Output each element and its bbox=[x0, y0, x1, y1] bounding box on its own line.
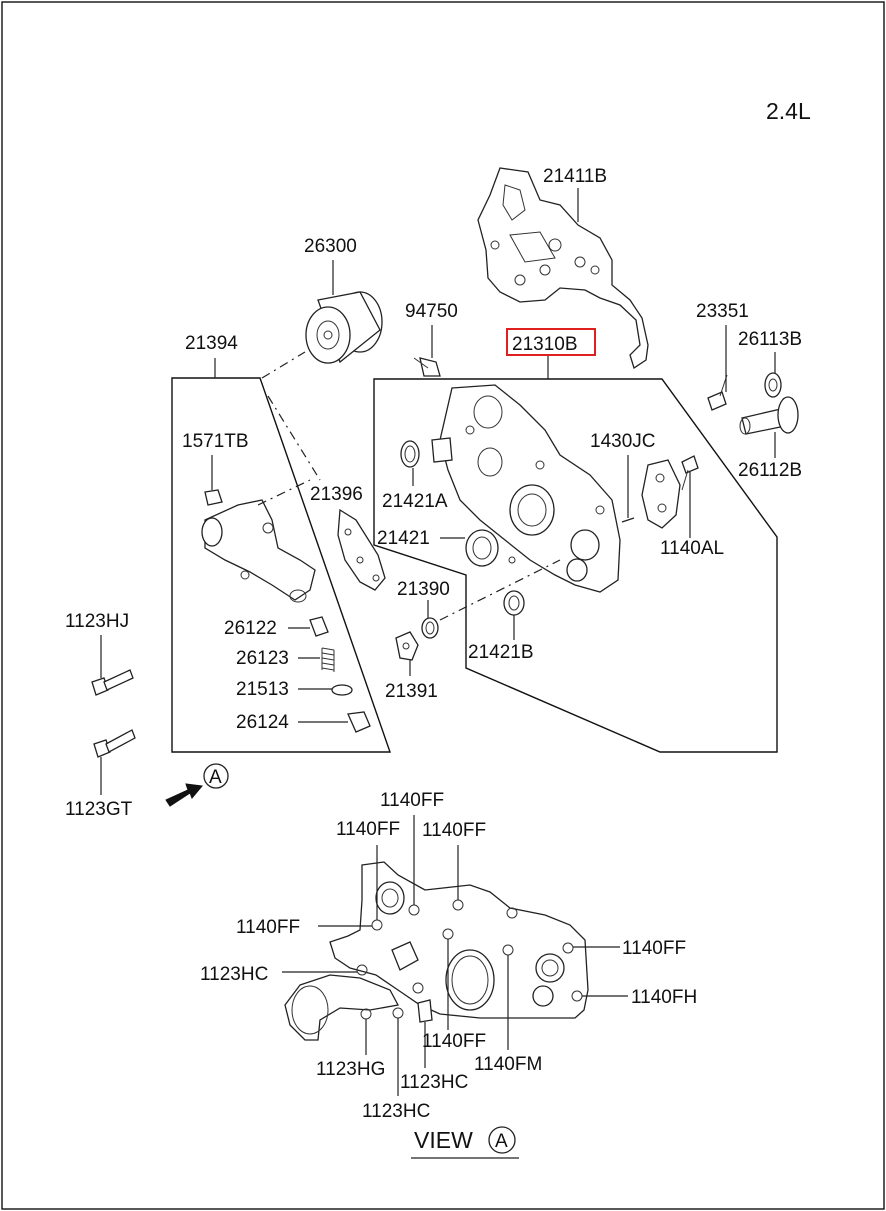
bolt-23351 bbox=[707, 374, 728, 411]
washer-21513 bbox=[331, 684, 353, 696]
cap-26124 bbox=[347, 711, 371, 733]
frame-21310B bbox=[373, 378, 778, 753]
sensor-94750 bbox=[413, 357, 441, 377]
seal-21421 bbox=[465, 529, 499, 567]
view-a-label-hg: 1123HG bbox=[316, 1059, 385, 1080]
spring-26123 bbox=[321, 647, 335, 672]
oil-filter-26300 bbox=[305, 291, 383, 364]
pump-cover bbox=[641, 459, 681, 529]
label-21391: 21391 bbox=[385, 681, 438, 702]
frame-21394 bbox=[171, 377, 391, 753]
pin-1430JC bbox=[621, 517, 635, 523]
gasket-21411B bbox=[477, 167, 649, 370]
gear-26113B bbox=[764, 372, 782, 398]
view-a-label-ff-top: 1140FF bbox=[380, 790, 444, 811]
gasket-21396 bbox=[337, 508, 386, 591]
oil-filter-housing bbox=[201, 499, 316, 603]
view-a-label-hc-left: 1123HC bbox=[200, 964, 268, 985]
seal-21421A bbox=[400, 440, 420, 468]
view-a-arrow: A bbox=[165, 763, 229, 807]
view-a-label-hc-mid: 1123HC bbox=[400, 1072, 468, 1093]
label-1123GT: 1123GT bbox=[65, 799, 133, 820]
view-a-label-ff-right: 1140FF bbox=[622, 938, 686, 959]
label-21310B: 21310B bbox=[512, 334, 578, 355]
label-26124: 26124 bbox=[236, 712, 289, 733]
label-1123HJ: 1123HJ bbox=[65, 611, 129, 632]
engine-label: 2.4L bbox=[766, 98, 811, 124]
view-a-label-ff-right-top: 1140FF bbox=[422, 820, 486, 841]
label-26300: 26300 bbox=[304, 236, 357, 257]
view-caption-text: VIEW bbox=[414, 1127, 473, 1153]
view-a-label-hc-bottom: 1123HC bbox=[362, 1101, 430, 1122]
plug-1571TB bbox=[204, 489, 223, 506]
label-21421A: 21421A bbox=[382, 491, 448, 512]
label-94750: 94750 bbox=[405, 301, 458, 322]
bolt-1123HJ bbox=[91, 669, 134, 696]
seal-21421B bbox=[503, 590, 525, 616]
label-21411B: 21411B bbox=[543, 166, 607, 187]
bolt-1140AL bbox=[681, 455, 699, 491]
label-26122: 26122 bbox=[224, 618, 277, 639]
front-cover-21310B bbox=[431, 384, 621, 593]
label-1571TB: 1571TB bbox=[182, 431, 249, 452]
label-21513: 21513 bbox=[236, 679, 289, 700]
highlight-21310B bbox=[506, 328, 596, 356]
label-23351: 23351 bbox=[696, 301, 749, 322]
view-a-label-ff-bottom: 1140FF bbox=[422, 1031, 486, 1052]
label-21421B: 21421B bbox=[468, 642, 534, 663]
label-21421: 21421 bbox=[377, 528, 430, 549]
plug-26122 bbox=[309, 616, 329, 637]
view-a-housing bbox=[284, 861, 589, 1041]
label-26123: 26123 bbox=[236, 648, 289, 669]
view-a-caption: VIEW A bbox=[411, 1126, 519, 1159]
view-a-label-ff-left-top: 1140FF bbox=[336, 819, 400, 840]
view-a-label-ff-left: 1140FF bbox=[236, 917, 300, 938]
label-1430JC: 1430JC bbox=[590, 431, 656, 452]
label-21396: 21396 bbox=[310, 484, 363, 505]
arrow-marker-label: A bbox=[209, 767, 222, 788]
view-a-label-fh-right: 1140FH bbox=[631, 987, 697, 1008]
gear-shaft-26112B bbox=[739, 396, 799, 435]
label-1140AL: 1140AL bbox=[660, 538, 724, 559]
label-26112B: 26112B bbox=[738, 460, 802, 481]
o-ring-21390 bbox=[421, 617, 439, 639]
part-21391 bbox=[395, 631, 419, 661]
view-a-label-fm: 1140FM bbox=[474, 1054, 542, 1075]
label-21390: 21390 bbox=[397, 579, 450, 600]
label-21394: 21394 bbox=[185, 333, 238, 354]
bolt-1123GT bbox=[93, 729, 136, 758]
label-26113B: 26113B bbox=[738, 329, 802, 350]
view-caption-marker: A bbox=[495, 1131, 508, 1152]
